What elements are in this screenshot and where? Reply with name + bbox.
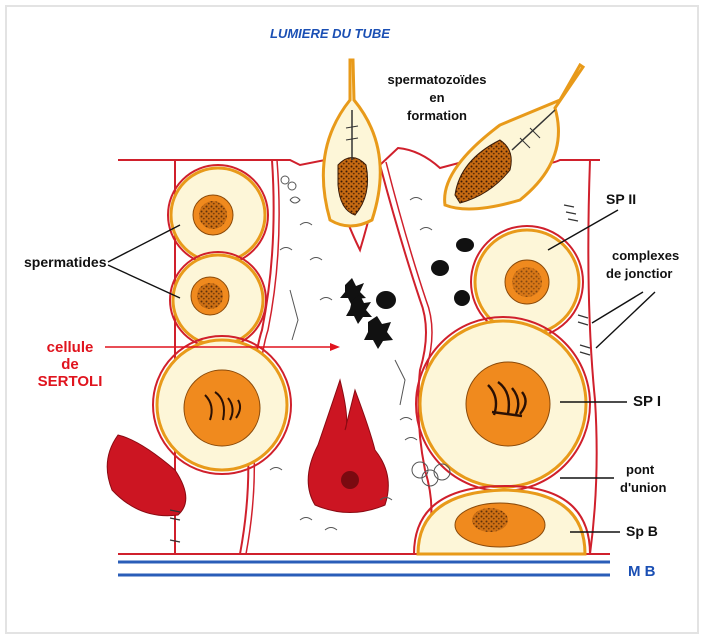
junction-label-2: de jonctior <box>606 266 672 282</box>
sp2-label: SP II <box>606 191 636 207</box>
spermatocyte-i <box>416 317 590 491</box>
sertoli-label-3: SERTOLI <box>28 374 112 390</box>
spermatozoa-label-2: en <box>372 90 502 106</box>
spermatocyte-left <box>153 336 291 474</box>
sertoli-label-2: de <box>28 357 112 373</box>
junction-label-1: complexes <box>612 248 679 264</box>
bridge-label-1: pont <box>626 462 654 478</box>
spermatozoa-label-3: formation <box>372 108 502 124</box>
sertoli-far-right-membrane <box>588 160 596 554</box>
bridge-label-2: d'union <box>620 480 666 496</box>
sertoli-label-1: cellule <box>28 340 112 356</box>
spb-label: Sp B <box>626 523 658 539</box>
spermatid-top <box>168 165 268 265</box>
lumen-title: LUMIERE DU TUBE <box>270 26 390 42</box>
spermatogonia-b <box>414 486 590 554</box>
red-cell-center-nucleus <box>341 471 359 489</box>
spermatid-bottom <box>170 252 266 348</box>
red-cell-center <box>308 380 388 513</box>
basement-membrane-label: M B <box>628 564 656 580</box>
sp1-label: SP I <box>633 394 661 410</box>
spermatozoa-label-1: spermatozoïdes <box>372 72 502 88</box>
spermatids-label: spermatides <box>24 254 106 270</box>
